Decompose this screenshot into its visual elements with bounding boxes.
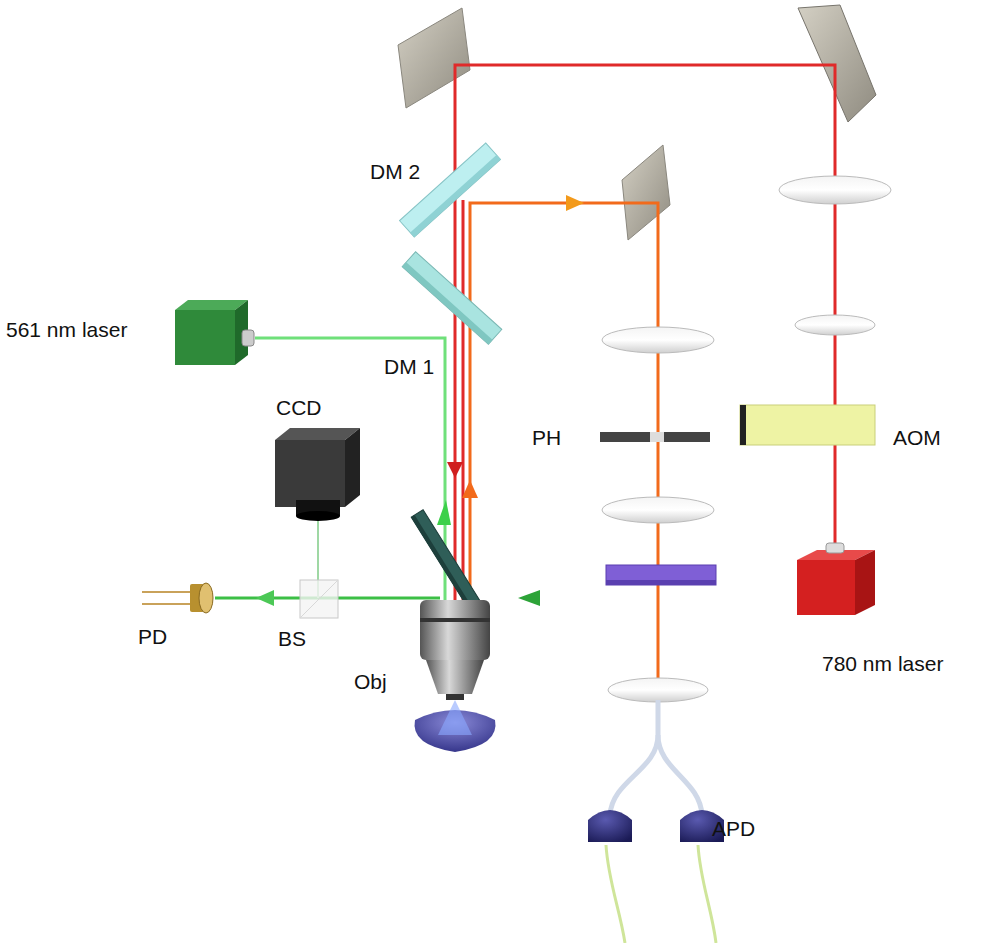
filter [606,580,716,585]
lens [779,176,891,204]
arrow-head [518,590,540,606]
lens [602,497,714,523]
pinhole [600,432,710,442]
ccd-camera [275,428,360,521]
arrow-head [447,462,463,478]
part-label: APD [712,817,755,840]
aom [740,405,875,445]
aom [740,405,746,445]
part-label: DM 2 [370,160,420,183]
arrow-head [462,480,478,498]
beam-561 [255,338,445,600]
pinhole-aperture [650,432,664,442]
part-label: PH [532,426,561,449]
objective [415,600,496,752]
dichroic-mirror [400,143,501,237]
lens [608,678,708,702]
mirror [398,8,470,108]
fluorescence-beam [470,203,658,720]
photodiode [142,583,213,613]
beam-780 [455,65,835,640]
dichroic-mirror [402,252,502,344]
arrow-head [437,500,451,525]
arrow-head [256,590,274,606]
laser-780 [797,543,875,615]
laser-561 [175,300,254,365]
part-label: BS [278,627,306,650]
part-label: 561 nm laser [6,318,127,341]
lens [795,315,875,335]
part-label: CCD [276,396,322,419]
fiber-splitter [588,700,724,943]
arrow-head [566,195,584,211]
part-label: Obj [354,670,387,693]
part-label: AOM [893,426,941,449]
lens [602,327,714,353]
mirror [622,145,670,240]
part-label: PD [138,625,167,648]
beam-splitter [300,580,338,618]
part-label: DM 1 [384,355,434,378]
filter [606,565,716,585]
part-label: 780 nm laser [822,652,943,675]
